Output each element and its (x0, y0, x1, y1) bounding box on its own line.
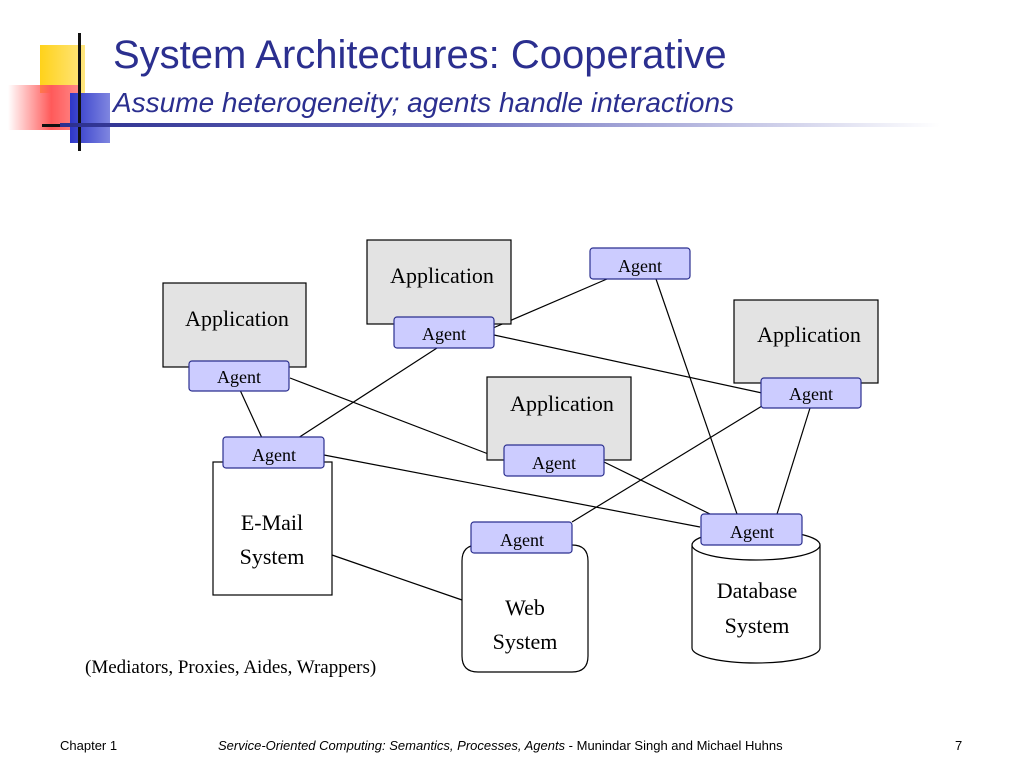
decorative-logo (0, 30, 140, 160)
agent-3: Agent (589, 247, 691, 280)
logo-vertical-line (78, 33, 81, 151)
application-box (162, 282, 307, 368)
database-system: Database System (691, 529, 821, 664)
link-agent2-agent4 (493, 334, 763, 394)
application-2: Application (366, 239, 512, 325)
link-agent2-agent5 (297, 347, 438, 439)
email-system: E-Mail System (212, 461, 333, 596)
agent-4: Agent (760, 377, 862, 409)
link-agent1-agent6 (289, 377, 505, 461)
link-agent1-agent5 (239, 389, 263, 439)
agent-box (589, 247, 691, 280)
agent-label: Agent (789, 384, 833, 404)
application-label: Application (185, 306, 289, 331)
web-system-label-line1: Web (505, 595, 545, 620)
footer-chapter: Chapter 1 (60, 738, 118, 753)
application-label: Application (390, 263, 494, 288)
agent-label: Agent (532, 453, 576, 473)
agent-8: Agent (700, 513, 803, 546)
agent-label: Agent (217, 367, 261, 387)
footer-citation: Service-Oriented Computing: Semantics, P… (218, 738, 783, 753)
agent-5: Agent (222, 436, 325, 469)
email-system-label-line2: System (240, 544, 305, 569)
agent-box (393, 316, 495, 349)
link-agent2-agent3 (492, 278, 608, 329)
agent-7: Agent (470, 521, 573, 554)
email-system-box (212, 461, 333, 596)
application-box (733, 299, 879, 384)
agent-box (760, 377, 862, 409)
agent-label: Agent (730, 522, 774, 542)
application-box (366, 239, 512, 325)
application-label: Application (510, 391, 614, 416)
database-system-label-line2: System (725, 613, 790, 638)
web-system-label-line2: System (493, 629, 558, 654)
footer-book-title: Service-Oriented Computing: Semantics, P… (218, 738, 566, 753)
diagram-caption: (Mediators, Proxies, Aides, Wrappers) (85, 657, 377, 678)
agent-box (503, 444, 605, 477)
link-agent4-agent7 (571, 405, 763, 523)
link-email-web (331, 554, 463, 601)
footer-authors: - Munindar Singh and Michael Huhns (565, 738, 783, 753)
application-label: Application (757, 322, 861, 347)
agent-label: Agent (252, 445, 296, 465)
title-underline (60, 123, 940, 127)
agent-label: Agent (422, 324, 466, 344)
link-agent4-agent9 (776, 407, 811, 515)
web-system-shape (461, 544, 589, 673)
link-agent5-agent9 (323, 454, 701, 528)
email-system-label-line1: E-Mail (241, 510, 303, 535)
web-system: Web System (461, 544, 589, 673)
link-agent6-agent9 (603, 461, 711, 515)
application-4: Application (733, 299, 879, 384)
logo-red-square (8, 85, 80, 130)
slide-title: System Architectures: Cooperative (113, 33, 727, 77)
application-1: Application (162, 282, 307, 368)
database-system-label-line1: Database (717, 578, 798, 603)
agent-label: Agent (500, 530, 544, 550)
database-cylinder-body (691, 545, 821, 664)
agent-box (700, 513, 803, 546)
agent-box (222, 436, 325, 469)
agent-box (188, 360, 290, 392)
slide-subtitle: Assume heterogeneity; agents handle inte… (113, 87, 735, 118)
footer-page-number: 7 (955, 738, 963, 753)
logo-blue-square (70, 93, 110, 143)
agent-label: Agent (618, 256, 662, 276)
connection-lines (239, 278, 811, 601)
agent-1: Agent (188, 360, 290, 392)
link-agent3-agent9 (655, 278, 738, 515)
agent-6: Agent (503, 444, 605, 477)
agent-box (470, 521, 573, 554)
agent-2: Agent (393, 316, 495, 349)
